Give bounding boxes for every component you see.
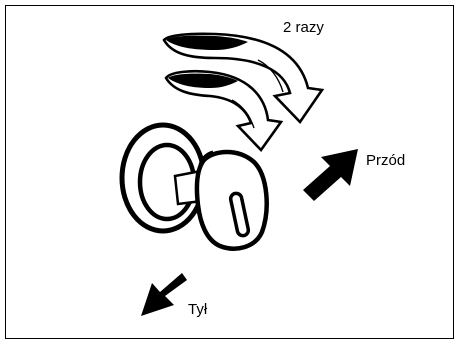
backward-label: Tył	[188, 301, 208, 318]
curved-arrow-icon	[164, 69, 284, 153]
backward-arrow-icon	[141, 273, 187, 316]
forward-arrow-icon	[303, 149, 358, 201]
count-label: 2 razy	[283, 19, 324, 36]
forward-label: Przód	[366, 152, 406, 169]
curved-arrow-icon	[162, 32, 325, 125]
key-in-lock-icon	[119, 122, 269, 251]
